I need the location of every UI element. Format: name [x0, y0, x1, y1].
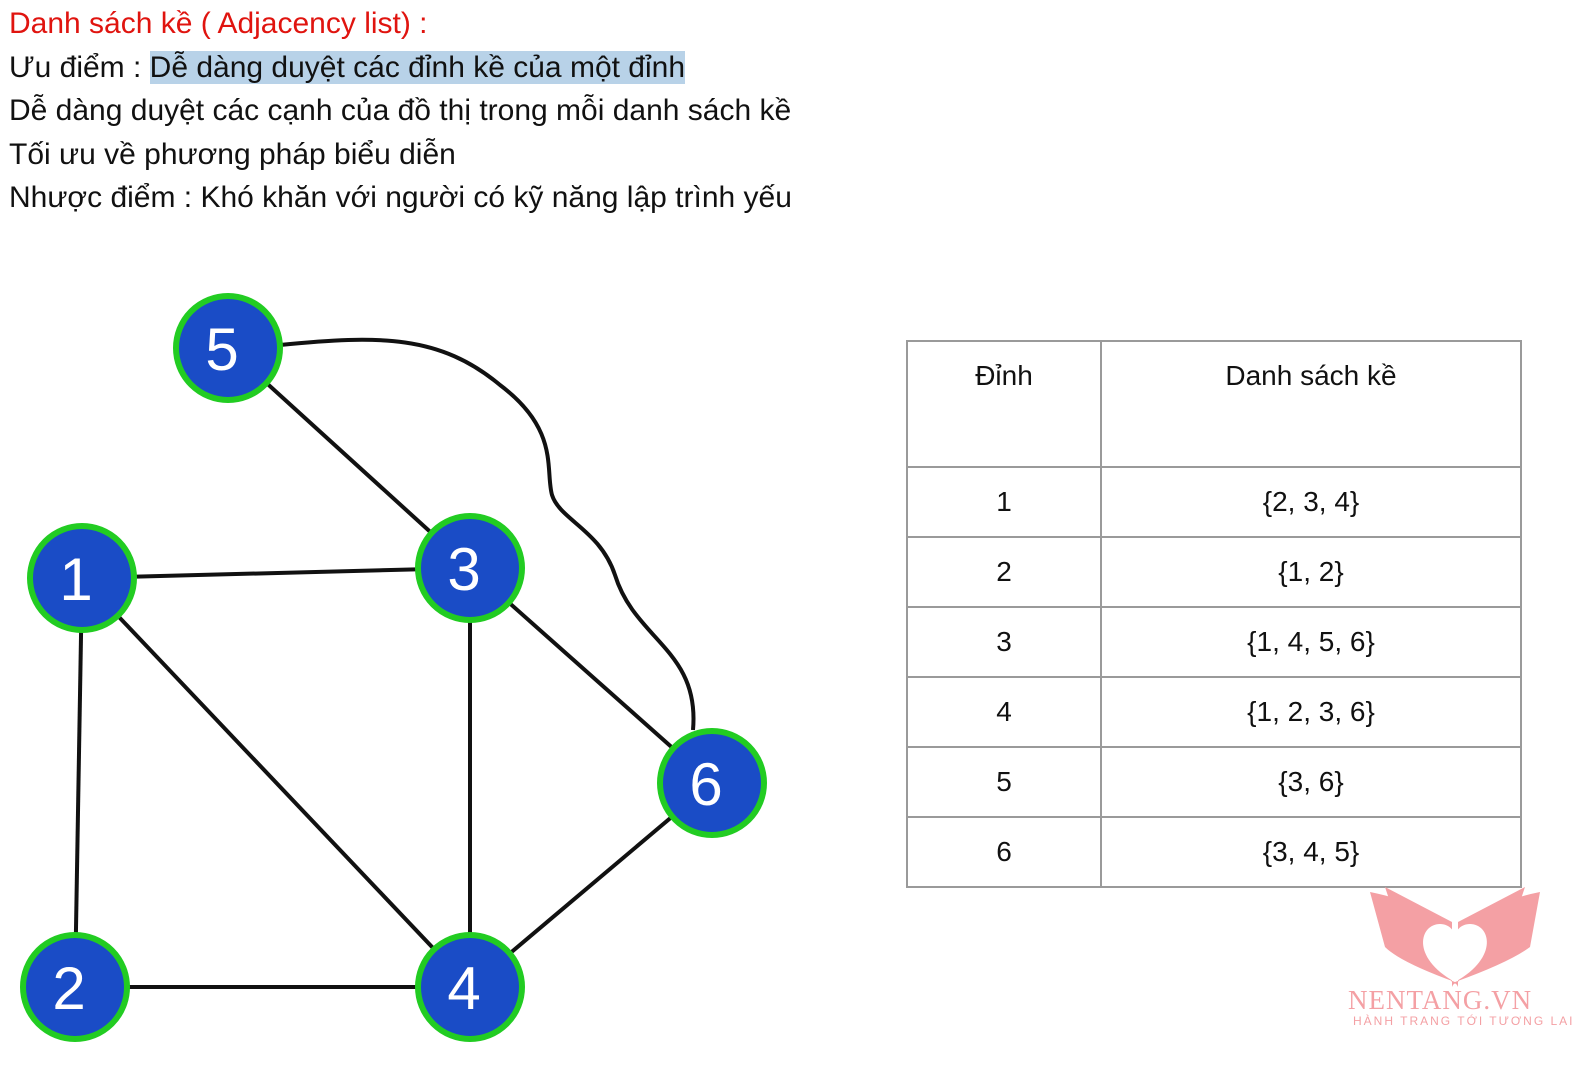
adjacency-cell: {2, 3, 4} [1100, 466, 1522, 538]
pros-line-2: Dễ dàng duyệt các cạnh của đồ thị trong … [9, 94, 792, 127]
edge-1-3 [81, 566, 471, 580]
vertex-cell: 1 [906, 466, 1102, 538]
adjacency-cell: {1, 2} [1100, 536, 1522, 608]
node-3: 3 [415, 513, 525, 623]
adjacency-cell: {1, 4, 5, 6} [1100, 606, 1522, 678]
node-label: 2 [52, 955, 85, 1022]
heading: Danh sách kề ( Adjacency list) : [9, 7, 428, 40]
vertex-cell: 4 [906, 676, 1102, 748]
node-5: 5 [173, 293, 283, 403]
pros-line-3: Tối ưu về phương pháp biểu diễn [9, 137, 456, 171]
node-6: 6 [657, 728, 767, 838]
node-label: 5 [205, 316, 238, 383]
table-row: 3{1, 4, 5, 6} [906, 606, 1522, 678]
header-vertex: Đỉnh [906, 340, 1102, 468]
table-row: 5{3, 6} [906, 746, 1522, 818]
pros-line: Ưu điểm : Dễ dàng duyệt các đỉnh kề của … [9, 46, 792, 90]
table-row: 4{1, 2, 3, 6} [906, 676, 1522, 748]
vertex-cell: 5 [906, 746, 1102, 818]
highlighted-text: Dễ dàng duyệt các đỉnh kề của một đỉnh [149, 50, 686, 84]
edge-1-2 [73, 577, 84, 988]
edge-5-6 [279, 337, 696, 731]
edge-1-4 [80, 576, 472, 989]
table-row: 6{3, 4, 5} [906, 816, 1522, 888]
node-label: 3 [447, 536, 480, 603]
logo-slogan: HÀNH TRANG TỚI TƯƠNG LAI [1353, 1014, 1575, 1028]
node-4: 4 [415, 932, 525, 1042]
nentang-logo-icon [1370, 887, 1540, 987]
adjacency-table: Đỉnh Danh sách kề 1{2, 3, 4}2{1, 2}3{1, … [906, 340, 1522, 888]
adjacency-cell: {3, 4, 5} [1100, 816, 1522, 888]
logo-brand: NENTANG.VN [1348, 985, 1533, 1015]
node-label: 4 [447, 955, 480, 1022]
adjacency-cell: {3, 6} [1100, 746, 1522, 818]
vertex-cell: 2 [906, 536, 1102, 608]
cons-line: Nhược điểm : Khó khăn với người có kỹ nă… [9, 181, 792, 214]
node-label: 6 [689, 751, 722, 818]
adjacency-cell: {1, 2, 3, 6} [1100, 676, 1522, 748]
graph-diagram: 1 2 3 4 5 6 [20, 293, 767, 1042]
node-2: 2 [20, 932, 130, 1042]
pros-label: Ưu điểm : [9, 50, 150, 84]
header-adjacency: Danh sách kề [1100, 340, 1522, 468]
vertex-cell: 6 [906, 816, 1102, 888]
node-label: 1 [59, 546, 92, 613]
text-block: Danh sách kề ( Adjacency list) : Ưu điểm… [9, 2, 792, 220]
table-row: 2{1, 2} [906, 536, 1522, 608]
vertex-cell: 3 [906, 606, 1102, 678]
table-row: 1{2, 3, 4} [906, 466, 1522, 538]
node-1: 1 [27, 523, 137, 633]
